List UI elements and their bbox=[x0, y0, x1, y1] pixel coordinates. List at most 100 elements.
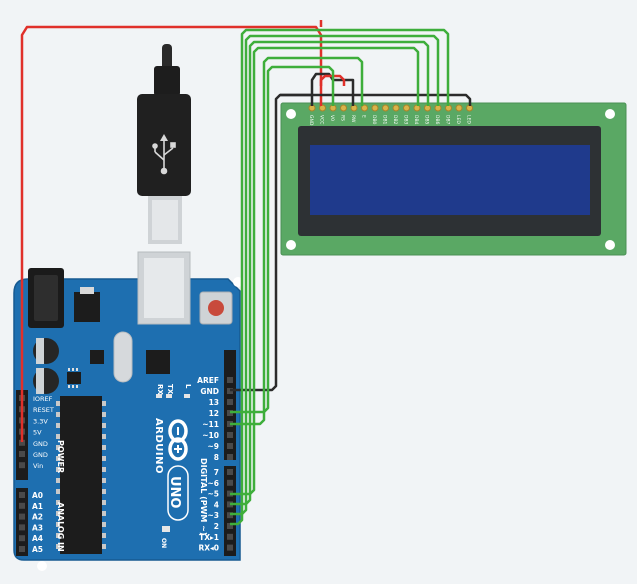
led-label-rx: RX bbox=[156, 384, 164, 395]
mounting-hole-icon bbox=[605, 240, 615, 250]
header-pin[interactable] bbox=[19, 502, 25, 509]
header-pin[interactable] bbox=[19, 439, 25, 446]
header-pin[interactable] bbox=[227, 377, 233, 383]
usb-b-port-inner bbox=[144, 258, 184, 318]
analog-header-pins bbox=[19, 492, 25, 552]
header-pin[interactable] bbox=[19, 451, 25, 457]
analog-pin-label: A1 bbox=[32, 502, 43, 511]
power-header-title: POWER bbox=[56, 440, 65, 473]
mounting-hole-icon bbox=[286, 240, 296, 250]
wire-pin11-e[interactable] bbox=[230, 56, 364, 426]
on-label: ON bbox=[160, 538, 167, 548]
power-pin-label: 5V bbox=[33, 429, 42, 437]
digital-pin-label: RX◂0 bbox=[198, 544, 219, 553]
header-pin[interactable] bbox=[19, 462, 25, 469]
header-pin[interactable] bbox=[19, 546, 25, 552]
digital-pin-label: 4 bbox=[214, 500, 219, 509]
chip-leg bbox=[102, 533, 106, 538]
wire-led-gnd[interactable] bbox=[280, 93, 472, 106]
header-pin[interactable] bbox=[19, 492, 25, 498]
lcd-pin[interactable] bbox=[403, 104, 410, 112]
usb-cable-cord bbox=[162, 44, 172, 70]
header-pin[interactable] bbox=[227, 479, 233, 486]
lcd-pin[interactable] bbox=[382, 104, 389, 112]
led-label-tx: TX bbox=[166, 384, 174, 395]
header-pin[interactable] bbox=[227, 399, 233, 405]
arduino-infinity-logo bbox=[168, 419, 188, 461]
digital-pin-label: 13 bbox=[209, 398, 219, 407]
lcd-pin-label: DB0 bbox=[371, 115, 377, 125]
usb-interface-chip bbox=[146, 350, 170, 374]
chip-leg bbox=[56, 401, 60, 406]
lcd-pin[interactable] bbox=[392, 104, 400, 112]
lcd-pin-label: DB7 bbox=[445, 115, 451, 125]
header-pin[interactable] bbox=[19, 524, 25, 531]
lcd-pin[interactable] bbox=[319, 104, 326, 112]
lcd-pin-label: DB3 bbox=[403, 115, 409, 125]
chip-leg bbox=[102, 500, 106, 505]
chip-leg bbox=[56, 522, 60, 527]
power-pin-label: 3.3V bbox=[33, 417, 48, 425]
chip-leg bbox=[56, 489, 60, 494]
chip-leg bbox=[102, 456, 106, 461]
header-pin[interactable] bbox=[227, 523, 233, 529]
lcd-pin-label: RS bbox=[340, 115, 346, 121]
led-label-l: L bbox=[184, 384, 192, 389]
header-pin[interactable] bbox=[227, 533, 233, 540]
header-pin[interactable] bbox=[19, 513, 25, 520]
digital-pin-label: TX▸1 bbox=[199, 533, 219, 542]
power-pin-label: GND bbox=[33, 440, 48, 448]
chip-leg bbox=[56, 423, 60, 428]
header-pin[interactable] bbox=[227, 469, 233, 475]
voltage-regulator bbox=[74, 292, 100, 322]
chip-leg bbox=[102, 423, 106, 428]
header-pin[interactable] bbox=[19, 535, 25, 542]
wire-pin2-db7[interactable] bbox=[230, 28, 450, 526]
brand-label: ARDUINO bbox=[153, 418, 164, 474]
header-pin[interactable] bbox=[227, 432, 233, 438]
digital-pin-label: GND bbox=[200, 387, 219, 396]
chip-leg bbox=[56, 533, 60, 538]
lcd-pin-label: DB2 bbox=[392, 115, 398, 125]
lcd-pin[interactable] bbox=[361, 104, 368, 112]
chip-leg bbox=[102, 544, 106, 549]
wire-rw-gnd[interactable] bbox=[310, 72, 355, 106]
analog-pin-label: A3 bbox=[32, 523, 43, 532]
lcd-pin[interactable] bbox=[371, 104, 379, 112]
arduino-uno-board[interactable]: RX TX L ARDUINO UNO ON POWER IOREFRESET3… bbox=[13, 251, 243, 571]
power-pin-label: IOREF bbox=[33, 395, 53, 403]
capacitor-1-band bbox=[36, 338, 44, 364]
lcd-pin[interactable] bbox=[455, 104, 463, 112]
lcd-pin-label: DB1 bbox=[382, 115, 388, 125]
lcd-pin[interactable] bbox=[340, 104, 347, 112]
chip-leg bbox=[56, 412, 60, 417]
mounting-hole-icon bbox=[233, 277, 243, 287]
header-pin[interactable] bbox=[227, 544, 233, 551]
digital-pin-label: AREF bbox=[197, 376, 219, 385]
chip-leg bbox=[56, 456, 60, 461]
digital-pin-label: ~9 bbox=[207, 442, 219, 451]
mounting-hole-icon bbox=[37, 561, 47, 571]
usb-cable[interactable] bbox=[137, 44, 191, 244]
atmega328-chip bbox=[60, 396, 102, 554]
chip-leg bbox=[102, 478, 106, 483]
analog-pin-label: A0 bbox=[32, 491, 43, 500]
analog-pin-label: A5 bbox=[32, 545, 43, 554]
digital-pin-label: 7 bbox=[214, 468, 219, 477]
digital-header-bottom bbox=[224, 466, 236, 556]
analog-pin-label: A2 bbox=[32, 513, 43, 522]
chip-leg bbox=[102, 412, 106, 417]
digital-pin-label: ~11 bbox=[202, 420, 219, 429]
header-pin[interactable] bbox=[227, 454, 233, 460]
digital-pin-label: ~10 bbox=[202, 431, 219, 440]
model-label: UNO bbox=[167, 476, 182, 509]
digital-pin-label: ~6 bbox=[207, 479, 219, 488]
regulator-tab bbox=[80, 287, 94, 294]
header-pin[interactable] bbox=[227, 443, 233, 449]
usb-plug-metal-inner bbox=[152, 200, 178, 240]
lcd-pin-label: DB5 bbox=[424, 115, 430, 125]
